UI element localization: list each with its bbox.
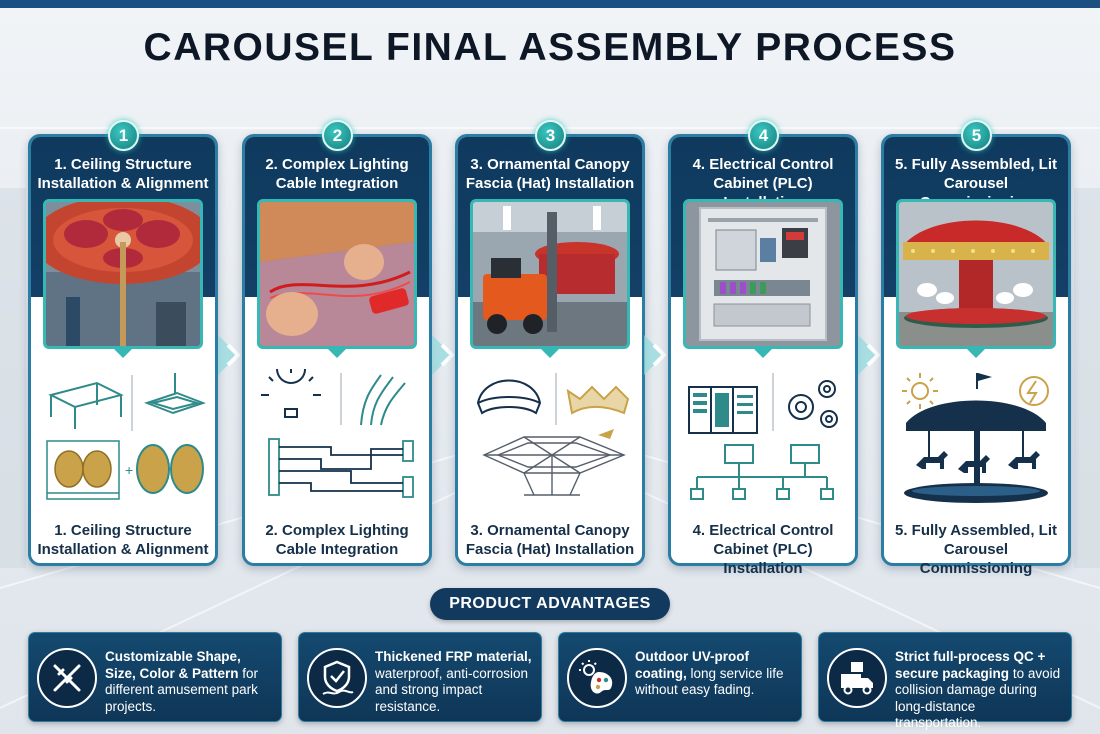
- lit-carousel-diagram: [902, 373, 1049, 503]
- sun-palette-icon: [567, 648, 627, 708]
- step-number-badge: 4: [748, 120, 779, 151]
- step-card-4: 4 4. Electrical Control Cabinet (PLC) In…: [668, 120, 858, 577]
- canopy-fascia-diagram: [476, 373, 630, 496]
- step-number-badge: 5: [961, 120, 992, 151]
- step-title: 2. Complex Lighting Cable Integration: [265, 156, 409, 192]
- advantage-card-2: Thickened FRP material, waterproof, anti…: [298, 632, 542, 722]
- top-accent-bar: [0, 0, 1100, 8]
- chevron-right-icon: [432, 335, 455, 375]
- svg-text:+: +: [125, 462, 133, 478]
- shield-check-icon: [307, 648, 367, 708]
- advantage-card-4: Strict full-process QC + secure packagin…: [818, 632, 1072, 730]
- photo-pointer: [328, 349, 346, 358]
- step-card-5: 5 5. Fully Assembled, Lit Carousel Commi…: [881, 120, 1071, 577]
- advantage-text: Outdoor UV-proof coating, long service l…: [635, 649, 784, 697]
- step-caption: 4. Electrical Control Cabinet (PLC) Inst…: [692, 522, 834, 577]
- lighting-cable-diagram: [261, 369, 414, 498]
- plc-network-diagram: [688, 373, 838, 500]
- ceiling-photo: [43, 199, 203, 349]
- step-card-1: 1 1. Ceiling Structure Installation & Al…: [28, 120, 218, 566]
- advantage-card-1: Customizable Shape, Size, Color & Patter…: [28, 632, 282, 722]
- step-number-badge: 1: [108, 120, 139, 151]
- ceiling-frame-diagram: +: [46, 373, 206, 500]
- step-card-3: 3 3. Ornamental Canopy Fascia (Hat) Inst…: [455, 120, 645, 566]
- advantage-text: Customizable Shape, Size, Color & Patter…: [105, 649, 259, 714]
- chevron-right-icon: [218, 335, 241, 375]
- step-title: 1. Ceiling Structure Installation & Alig…: [37, 156, 209, 192]
- truck-box-icon: [827, 648, 887, 708]
- advantage-text: Thickened FRP material, waterproof, anti…: [375, 649, 532, 714]
- step-number-badge: 3: [535, 120, 566, 151]
- step-card-2: 2 2. Complex Lighting Cable Integration: [242, 120, 432, 566]
- forklift-photo: [470, 199, 630, 349]
- photo-pointer: [114, 349, 132, 358]
- chevron-right-icon: [858, 335, 881, 375]
- chevron-right-icon: [644, 335, 667, 375]
- photo-pointer: [541, 349, 559, 358]
- advantages-heading: PRODUCT ADVANTAGES: [430, 588, 670, 620]
- step-caption: 1. Ceiling Structure Installation & Alig…: [37, 522, 209, 558]
- step-caption: 3. Ornamental Canopy Fascia (Hat) Instal…: [465, 522, 635, 558]
- cabinet-photo: [683, 199, 843, 349]
- wiring-photo: [257, 199, 417, 349]
- photo-pointer: [967, 349, 985, 358]
- step-caption: 5. Fully Assembled, Lit Carousel Commiss…: [895, 522, 1057, 577]
- photo-pointer: [754, 349, 772, 358]
- advantage-card-3: Outdoor UV-proof coating, long service l…: [558, 632, 802, 722]
- carousel-photo: [896, 199, 1056, 349]
- ruler-pencil-icon: [37, 648, 97, 708]
- page-title: CAROUSEL FINAL ASSEMBLY PROCESS: [143, 26, 957, 69]
- step-caption: 2. Complex Lighting Cable Integration: [265, 522, 409, 558]
- step-title: 3. Ornamental Canopy Fascia (Hat) Instal…: [465, 156, 635, 192]
- step-number-badge: 2: [322, 120, 353, 151]
- advantage-text: Strict full-process QC + secure packagin…: [895, 649, 1061, 730]
